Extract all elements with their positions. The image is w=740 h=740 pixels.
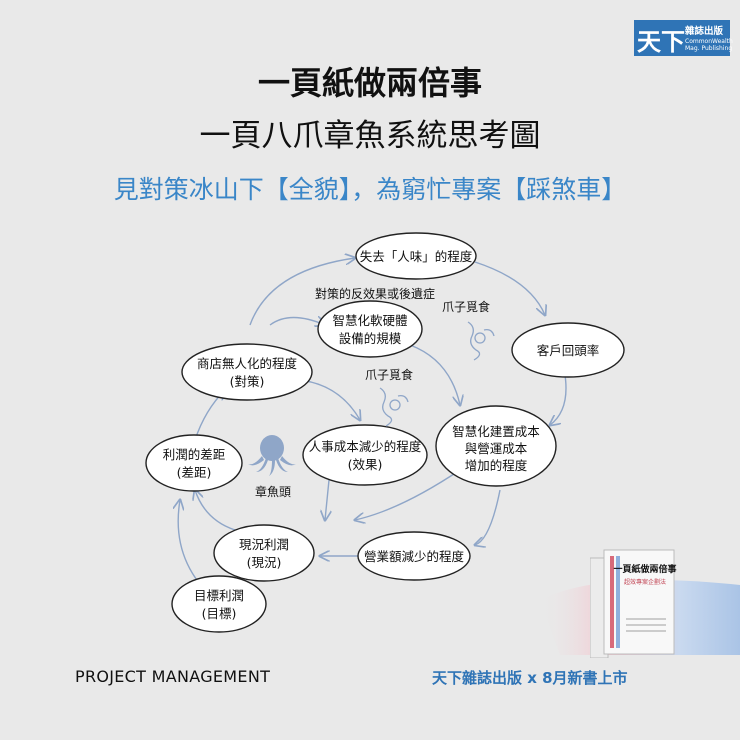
svg-text:增加的程度: 增加的程度 — [465, 458, 528, 473]
svg-text:目標利潤: 目標利潤 — [194, 588, 244, 603]
logo-tiny-text: CommonWealth Mag. Publishing — [685, 38, 733, 52]
svg-text:(對策): (對策) — [230, 374, 265, 389]
logo-small-text: 雜誌出版 — [685, 26, 724, 37]
footer-left-label: PROJECT MANAGEMENT — [75, 667, 271, 686]
svg-text:商店無人化的程度: 商店無人化的程度 — [197, 356, 298, 371]
svg-text:現況利潤: 現況利潤 — [239, 537, 289, 552]
svg-text:與營運成本: 與營運成本 — [465, 441, 528, 456]
svg-text:(效果): (效果) — [348, 457, 383, 472]
node-target-profit: 目標利潤 (目標) — [171, 575, 267, 633]
book-subtitle: 超效專案企劃法 — [624, 578, 666, 586]
label-side-effect: 對策的反效果或後遺症 — [315, 286, 435, 301]
svg-text:客戶回頭率: 客戶回頭率 — [537, 343, 600, 358]
svg-text:營業額減少的程度: 營業額減少的程度 — [364, 549, 465, 564]
node-lose-human-touch: 失去「人味」的程度 — [355, 232, 477, 280]
node-current-profit: 現況利潤 (現況) — [213, 524, 315, 582]
book-title: 一頁紙做兩倍事 — [613, 563, 676, 575]
node-smart-equipment-scale: 智慧化軟硬體 設備的規模 — [317, 300, 423, 358]
svg-text:利潤的差距: 利潤的差距 — [163, 447, 226, 462]
svg-text:(目標): (目標) — [202, 606, 237, 621]
node-profit-gap: 利潤的差距 (差距) — [145, 434, 243, 492]
svg-text:人事成本減少的程度: 人事成本減少的程度 — [309, 439, 422, 454]
svg-text:設備的規模: 設備的規模 — [339, 331, 402, 346]
page-title-line2: 一頁八爪章魚系統思考圖 — [199, 118, 541, 154]
footer-promo: 天下雜誌出版 x 8月新書上市 — [432, 669, 628, 687]
book-cover: 一頁紙做兩倍事 超效專案企劃法 — [589, 548, 685, 659]
node-labor-cost-reduction: 人事成本減少的程度 (效果) — [302, 424, 428, 486]
page-title: 一頁紙做兩倍事 — [257, 64, 482, 102]
label-claw-2: 爪子覓食 — [365, 367, 413, 382]
node-customer-return-rate: 客戶回頭率 — [511, 322, 625, 378]
label-claw-1: 爪子覓食 — [442, 299, 490, 314]
brand-logo: 天下 雜誌出版 CommonWealth Mag. Publishing — [634, 20, 733, 56]
claw-icon — [467, 321, 495, 361]
node-unmanned-store: 商店無人化的程度 (對策) — [181, 343, 313, 401]
node-revenue-decrease: 營業額減少的程度 — [357, 531, 471, 581]
octopus-icon — [248, 435, 296, 476]
page-subtitle: 見對策冰山下【全貌】，為窮忙專案【踩煞車】 — [113, 175, 627, 204]
logo-text: 天下 — [637, 28, 685, 56]
svg-text:智慧化建置成本: 智慧化建置成本 — [452, 424, 540, 439]
label-octopus-head: 章魚頭 — [255, 484, 291, 499]
svg-text:失去「人味」的程度: 失去「人味」的程度 — [360, 249, 473, 264]
svg-text:智慧化軟硬體: 智慧化軟硬體 — [332, 313, 407, 328]
svg-text:(差距): (差距) — [177, 465, 212, 480]
claw-icon — [379, 387, 409, 427]
svg-text:(現況): (現況) — [247, 555, 282, 570]
node-smart-costs: 智慧化建置成本 與營運成本 增加的程度 — [435, 405, 557, 487]
